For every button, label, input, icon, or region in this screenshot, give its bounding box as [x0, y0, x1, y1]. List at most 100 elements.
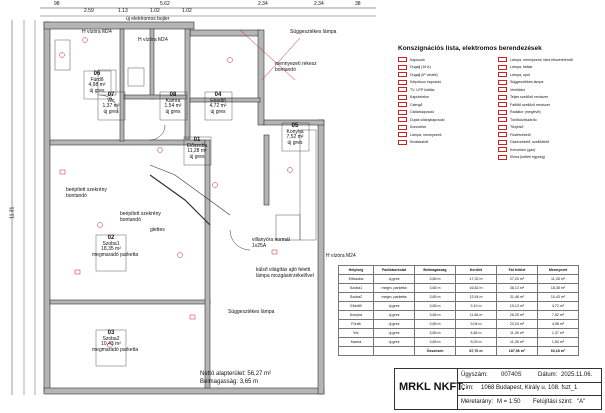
legend-item: Ventilátor [498, 86, 598, 94]
towel-heater-icon [498, 117, 507, 123]
legend-item: Csengő [398, 101, 498, 109]
legend-left-col: Kapcsoló Dugalj (16 A) Dugalj (IP védett… [398, 56, 498, 161]
th-wall: Fal felület [496, 265, 538, 275]
company-name: MRKL NKFT. [399, 381, 465, 393]
fire-alarm-icon [498, 124, 507, 130]
legend-item: Törölközőszárító [498, 116, 598, 124]
legend-item: Kapcsoló [398, 56, 498, 64]
scale-value: M = 1:50 [497, 399, 521, 405]
address-label: Cím: [461, 385, 474, 391]
note-vizora-top: H vízóra M24 [82, 29, 112, 35]
dim-left-total: 11.31 [9, 206, 16, 219]
legend-item: Süggesztékes lámpa [498, 79, 598, 87]
note-vizora-right: H vízóra M24 [326, 253, 356, 259]
legend: Konszignációs lista, elektromos berendez… [398, 45, 598, 161]
pendant-lamp-icon [498, 79, 507, 85]
legend-item: Teljes szellőző rendszer [498, 94, 598, 102]
radiator-icon [498, 109, 507, 115]
chandelier-switch-icon [398, 109, 407, 115]
sheet-label: Felújítási szint: [533, 399, 573, 405]
dim-top-8: 38 [355, 1, 361, 7]
legend-item: Klíma (beltéri egység) [498, 154, 598, 162]
legend-right-col: Lámpa, mennyezeti, falra felszerelendő L… [498, 56, 598, 161]
legend-item: Kaputelefon [398, 94, 498, 102]
smoke-detector-icon [498, 132, 507, 138]
title-block: MRKL NKFT. Ügyszám: 00740S Dátum: 2025.1… [394, 368, 602, 410]
legend-item: Csillárkapcsoló [398, 109, 498, 117]
note-bojler: új elektromos bojler [126, 16, 170, 22]
spot-lamp-icon [498, 72, 507, 78]
case-number: 00740S [501, 372, 522, 378]
wall-heating-icon [498, 102, 507, 108]
legend-item: Gázérzékelő, szellőztető [498, 139, 598, 147]
gas-detector-icon [498, 139, 507, 145]
th-ceiling: Mennyezet [537, 265, 579, 275]
legend-item: Füstérzékelő [498, 131, 598, 139]
th-perimeter: Kerület [455, 265, 497, 275]
date-value: 2025.11.06. [561, 372, 593, 378]
legend-item: Radiátor (meglévő) [498, 109, 598, 117]
legend-title: Konszignációs lista, elektromos berendez… [398, 45, 542, 52]
legend-item: Lámpa, falikar [498, 64, 598, 72]
scale-label: Méretarány: [461, 399, 494, 405]
th-room: Helyiség [338, 265, 374, 275]
th-floor: Padlóburkolat [373, 265, 415, 275]
socket-icon [398, 64, 407, 70]
dim-top-3: 5.62 [160, 1, 170, 7]
legend-item: Falfűtő szellőző rendszer [498, 101, 598, 109]
note-lampa-top: Süggesztékes lámpa [290, 29, 337, 35]
case-label: Ügyszám: [461, 372, 488, 378]
legend-item: Lámpa, spot [498, 71, 598, 79]
legend-item: Kiválasztott [398, 139, 498, 147]
double-switch-icon [398, 79, 407, 85]
legend-item: Konnektor [398, 124, 498, 132]
note-kulso: külső világítás ajtó feletti lámpa mozgá… [256, 267, 314, 279]
convector-icon [498, 147, 507, 153]
note-mennyezeti: mennyezeti rekesz bontandó [275, 61, 317, 73]
ceiling-height: Belmagasság: 3,65 m [200, 379, 259, 385]
legend-item: Tűzjelző [498, 124, 598, 132]
dim-top-7: 2.34 [314, 1, 324, 7]
netto-area: Nettó alapterület: 56,27 m² [200, 371, 272, 377]
legend-item: TV, UTP kiállás [398, 86, 498, 94]
legend-item: Konvektor (gáz) [498, 146, 598, 154]
note-villanyora: villanyóra normál 1x25A [252, 237, 290, 249]
intercom-icon [398, 94, 407, 100]
legend-item: Dupla villanykapcsoló [398, 116, 498, 124]
dim-top-5: 1.02 [182, 8, 192, 14]
ac-unit-icon [498, 154, 507, 160]
sheet-value: "A" [577, 399, 586, 405]
dual-switch-icon [398, 117, 407, 123]
note-beepitett-1: beépített szekrény bontandó [66, 187, 107, 199]
ceiling-lamp-icon [398, 132, 407, 138]
switch-icon [398, 57, 407, 63]
note-glettes: glettes [150, 227, 165, 233]
legend-item: Dugalj (16 A) [398, 64, 498, 72]
th-height: Belmagasság [414, 265, 456, 275]
tv-utp-icon [398, 87, 407, 93]
dim-top-4: 1.02 [150, 8, 160, 14]
ceiling-lamp-wall-icon [498, 57, 507, 63]
ventilation-icon [498, 94, 507, 100]
note-beepitett-2: beépített szekrény bontandó [120, 211, 161, 223]
selected-icon [398, 139, 407, 145]
outlet-icon [398, 124, 407, 130]
dim-top-2: 1.13 [118, 8, 128, 14]
legend-item: Lámpa, mennyezeti, falra felszerelendő [498, 56, 598, 64]
bell-icon [398, 102, 407, 108]
